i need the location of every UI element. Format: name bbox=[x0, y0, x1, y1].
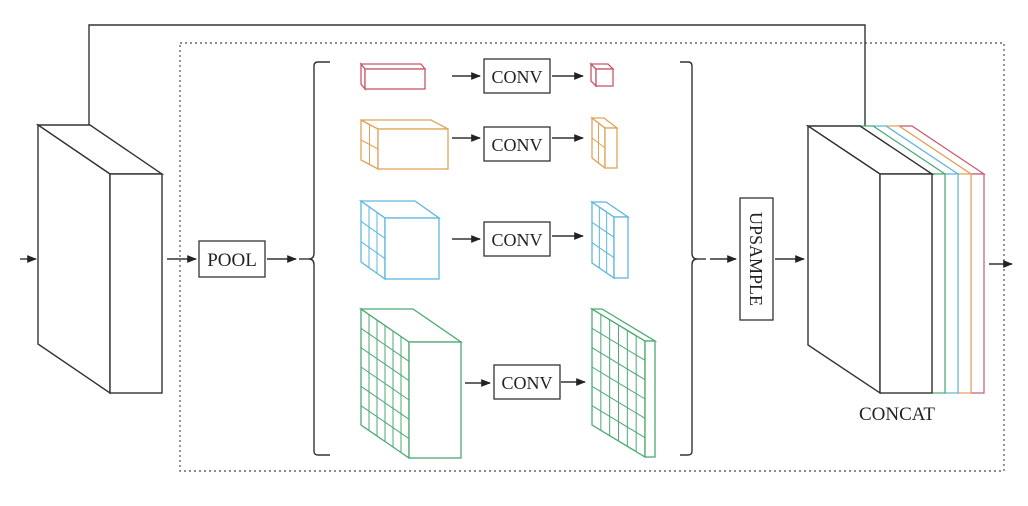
conv-label: CONV bbox=[501, 373, 552, 393]
conv-label: CONV bbox=[491, 135, 542, 155]
conv-label: CONV bbox=[491, 67, 542, 87]
concat-block bbox=[805, 124, 986, 395]
input-feature-map bbox=[35, 123, 165, 395]
level-1-input-map bbox=[359, 62, 427, 91]
concat-label: CONCAT bbox=[859, 404, 935, 425]
left-bracket bbox=[308, 61, 330, 456]
pool-label: POOL bbox=[207, 250, 257, 271]
pool-block: POOL bbox=[198, 240, 266, 278]
concat-layer-level1 bbox=[897, 125, 986, 394]
level-2-output-map bbox=[590, 116, 619, 170]
level-3-input-map bbox=[358, 199, 442, 281]
upsample-label: UPSAMPLE bbox=[746, 212, 766, 306]
level-2-input-map bbox=[360, 118, 449, 171]
upsample-block: UPSAMPLE bbox=[739, 197, 774, 321]
skip-connection bbox=[88, 24, 869, 146]
concat-layer-level4 bbox=[858, 125, 947, 394]
pyramid-branches: CONV CONV CONV CONV bbox=[358, 58, 658, 460]
module-border bbox=[179, 42, 1005, 472]
conv-block: CONV bbox=[493, 364, 561, 400]
right-bracket bbox=[680, 61, 698, 456]
conv-block: CONV bbox=[483, 221, 551, 257]
level-4-output-map bbox=[589, 307, 658, 459]
concat-layer-level3 bbox=[871, 125, 960, 394]
level-1-output-map bbox=[589, 62, 615, 88]
concat-main-map bbox=[805, 124, 935, 395]
conv-label: CONV bbox=[491, 230, 542, 250]
level-3-output-map bbox=[589, 200, 631, 280]
conv-block: CONV bbox=[483, 58, 551, 94]
conv-block: CONV bbox=[483, 126, 551, 162]
level-4-input-map bbox=[358, 307, 464, 460]
